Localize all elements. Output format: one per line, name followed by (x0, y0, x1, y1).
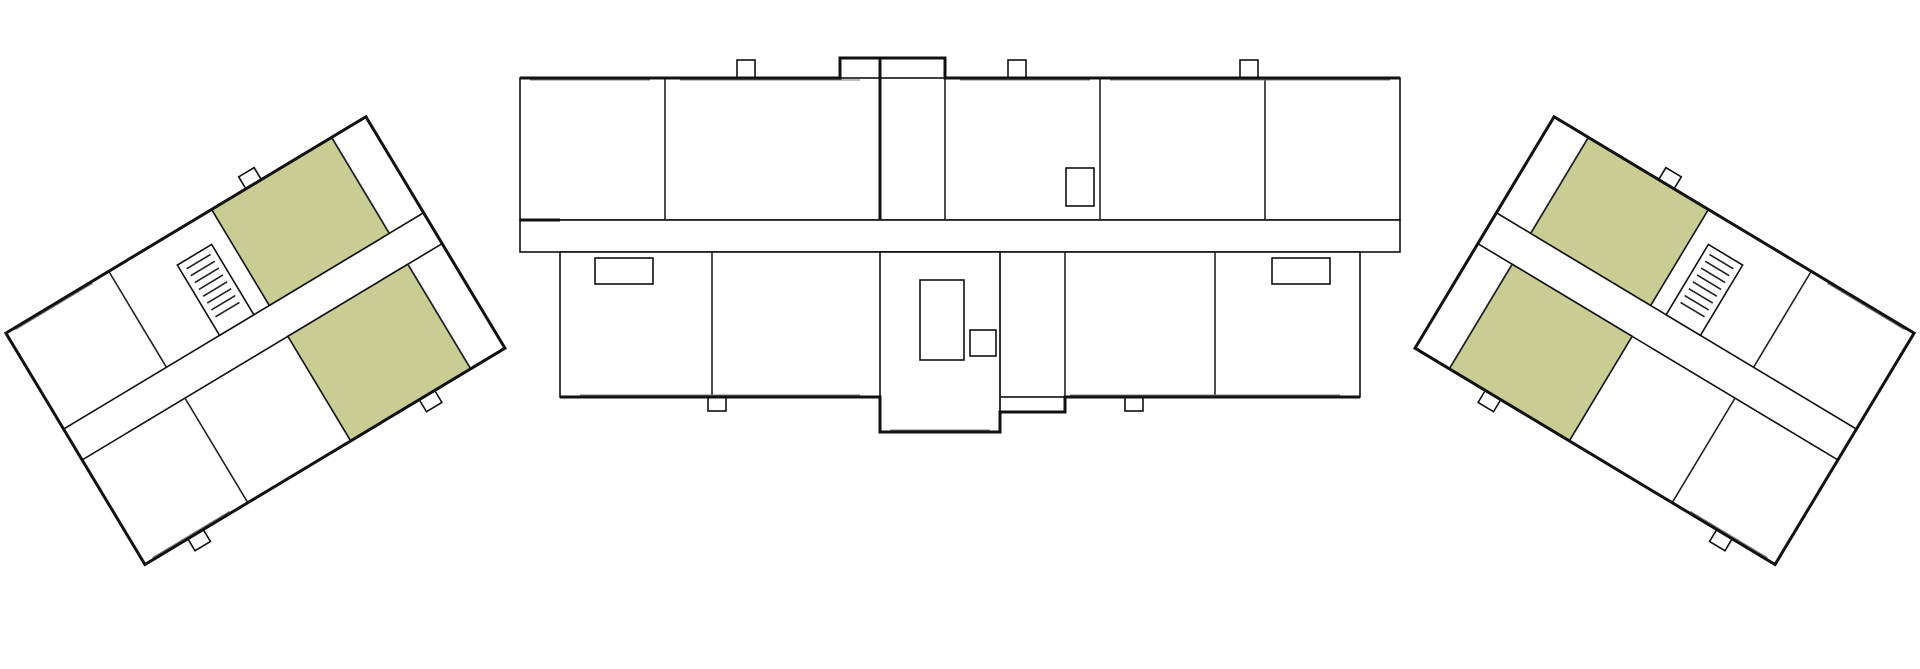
left-stair-treads (186, 253, 240, 318)
right-wing-outline (1412, 114, 1917, 567)
central-south-wall (560, 395, 1360, 434)
left-stair (176, 243, 255, 337)
elevator-lobby (919, 279, 965, 361)
central-north-wall (520, 56, 1400, 80)
right-stair-treads (1680, 253, 1734, 318)
left-wing-outline (3, 114, 508, 567)
north-units (519, 77, 1401, 221)
left-wing (3, 114, 508, 567)
central-block (519, 56, 1401, 434)
central-corridor (519, 219, 1401, 253)
right-wing (1412, 114, 1917, 567)
right-stair (1665, 243, 1744, 337)
